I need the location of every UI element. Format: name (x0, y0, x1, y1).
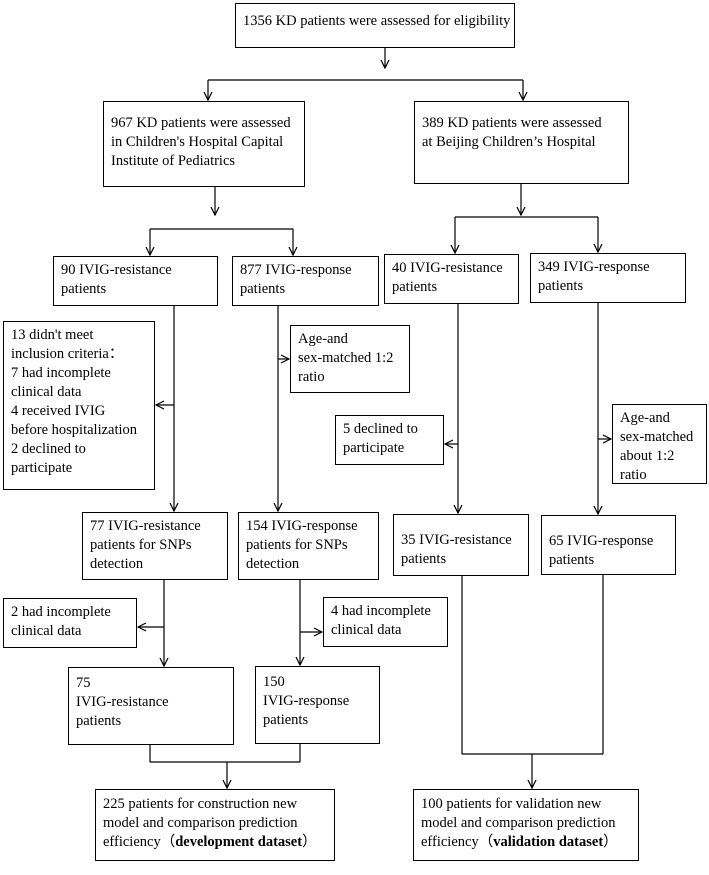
box-line: IVIG-response (263, 693, 350, 709)
box-line: 225 patients for construction new (103, 796, 298, 812)
box-line: 4 received IVIG (11, 403, 106, 419)
box-line: sex-matched (620, 429, 694, 445)
box-line: patients (392, 279, 438, 295)
box-line: inclusion criteria： (11, 346, 124, 362)
box-line: 35 IVIG-resistance (401, 532, 512, 548)
box-line: 100 patients for validation new (421, 796, 602, 812)
box-right-response-final: 65 IVIG-response patients (541, 515, 676, 575)
efficiency-prefix: efficiency（ (421, 834, 494, 850)
box-line: clinical data (331, 622, 402, 638)
box-validation-dataset: 100 patients for validation new model an… (413, 789, 639, 861)
box-line: model and comparison prediction (103, 815, 298, 831)
box-line: efficiency（validation dataset） (421, 833, 631, 852)
box-line: 4 had incomplete (331, 603, 431, 619)
box-line: patients for SNPs (90, 537, 192, 553)
box-line: patients (76, 713, 122, 729)
box-development-dataset: 225 patients for construction new model … (95, 789, 335, 861)
box-line: detection (90, 556, 144, 572)
box-right-resistance-final: 35 IVIG-resistance patients (393, 514, 529, 576)
box-line: 389 KD patients were assessed (422, 115, 602, 131)
box-left-resistance-exclusion: 2 had incomplete clinical data (3, 598, 137, 648)
box-line: ratio (298, 369, 325, 385)
efficiency-prefix: efficiency（ (103, 834, 176, 850)
box-right-response: 349 IVIG-response patients (530, 253, 686, 303)
box-left-response: 877 IVIG-response patients (232, 256, 379, 306)
box-line: in Children's Hospital Capital (111, 134, 284, 150)
box-line: 13 didn't meet (11, 327, 94, 343)
box-line: patients for SNPs (246, 537, 348, 553)
box-line: ratio (620, 467, 647, 483)
box-left-matching: Age-and sex-matched 1:2 ratio (290, 325, 410, 393)
box-line: 77 IVIG-resistance (90, 518, 201, 534)
box-left-resistance-snp: 77 IVIG-resistance patients for SNPs det… (82, 512, 228, 580)
box-left-site: 967 KD patients were assessed in Childre… (103, 101, 305, 187)
box-line: participate (343, 440, 405, 456)
box-line: Institute of Pediatrics (111, 153, 236, 169)
box-line: participate (11, 460, 73, 476)
box-line: Age-and (620, 410, 670, 426)
box-left-exclusion: 13 didn't meet inclusion criteria： 7 had… (3, 321, 155, 490)
box-line: patients (61, 281, 107, 297)
box-line: 967 KD patients were assessed (111, 115, 291, 131)
box-line: 154 IVIG-response (246, 518, 358, 534)
box-left-response-exclusion: 4 had incomplete clinical data (323, 597, 448, 647)
box-line: 1356 KD patients were assessed for eligi… (243, 13, 511, 29)
box-left-response-snp: 154 IVIG-response patients for SNPs dete… (238, 512, 379, 580)
box-line: 65 IVIG-response (549, 533, 654, 549)
dataset-label: validation dataset (493, 834, 604, 850)
box-line: efficiency（development dataset） (103, 833, 327, 852)
box-left-resistance: 90 IVIG-resistance patients (53, 256, 218, 306)
box-line: about 1:2 (620, 448, 675, 464)
box-line: patients (263, 712, 309, 728)
box-line: clinical data (11, 623, 82, 639)
box-line: Age-and (298, 331, 348, 347)
box-line: 349 IVIG-response (538, 259, 650, 275)
box-line: patients (549, 552, 595, 568)
box-line: before hospitalization (11, 422, 138, 438)
box-line: detection (246, 556, 300, 572)
box-line: 7 had incomplete (11, 365, 111, 381)
box-line: 2 had incomplete (11, 604, 111, 620)
dataset-label: development dataset (175, 834, 303, 850)
box-left-resistance-final: 75 IVIG-resistance patients (68, 667, 234, 745)
box-line: clinical data (11, 384, 82, 400)
box-line: 150 (263, 674, 285, 690)
box-line: patients (401, 551, 447, 567)
box-line: patients (538, 278, 584, 294)
box-total-assessed: 1356 KD patients were assessed for eligi… (235, 3, 515, 48)
paren-suffix: ） (603, 834, 618, 850)
box-line: 5 declined to (343, 421, 418, 437)
box-line: sex-matched 1:2 (298, 350, 394, 366)
box-line: 877 IVIG-response (240, 262, 352, 278)
box-line: at Beijing Children’s Hospital (422, 134, 596, 150)
box-line: model and comparison prediction (421, 815, 616, 831)
box-right-resistance: 40 IVIG-resistance patients (384, 254, 519, 304)
box-right-declined: 5 declined to participate (335, 415, 444, 465)
box-line: IVIG-resistance (76, 694, 169, 710)
box-left-response-final: 150 IVIG-response patients (255, 666, 380, 744)
box-line: patients (240, 281, 286, 297)
box-line: 2 declined to (11, 441, 86, 457)
paren-suffix: ） (302, 834, 317, 850)
box-right-site: 389 KD patients were assessed at Beijing… (414, 101, 629, 184)
box-right-matching: Age-and sex-matched about 1:2 ratio (612, 404, 707, 484)
box-line: 75 (76, 675, 91, 691)
box-line: 40 IVIG-resistance (392, 260, 503, 276)
box-line: 90 IVIG-resistance (61, 262, 172, 278)
